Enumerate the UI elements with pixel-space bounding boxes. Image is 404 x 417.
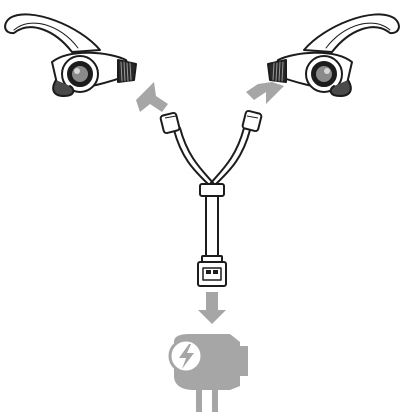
right-branch-connector <box>241 109 263 133</box>
y-split-charging-cable <box>173 127 251 259</box>
left-earbud <box>4 13 137 97</box>
usb-connector-icon <box>197 255 227 287</box>
arrow-up-left-icon <box>136 82 168 112</box>
lightning-icon <box>179 344 194 369</box>
arrow-up-icon <box>198 292 226 324</box>
left-branch-connector <box>159 111 181 135</box>
arrow-up-right-icon <box>246 82 284 104</box>
right-earbud <box>267 13 400 97</box>
cable-splitter-collar <box>199 183 225 197</box>
wall-adapter-icon <box>168 334 248 412</box>
